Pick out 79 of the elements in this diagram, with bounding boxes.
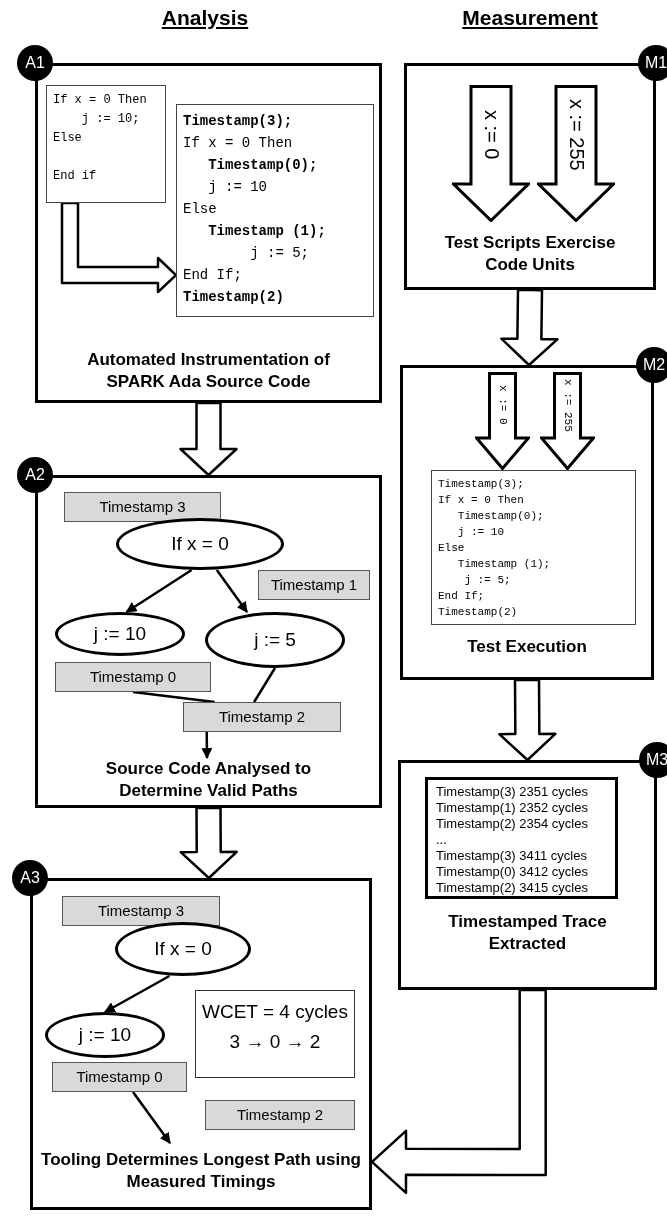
code-line: j := 5; [464,573,511,588]
down-arrow-shape: x := 0 [475,372,530,470]
timestamp-box: Timestamp 0 [52,1062,187,1092]
code-line: Timestamp(0); [208,156,318,175]
block-arrow [179,401,238,477]
down-arrow-shape: x := 255 [540,372,595,470]
connector-line [253,667,277,703]
timestamp-box: Timestamp 3 [62,896,220,926]
trace-line: Timestamp(2) 3415 cycles [436,880,588,896]
panel-caption: Test Scripts Exercise Code Units [443,232,617,276]
panel-caption: Test Execution [466,636,588,658]
block-arrow [498,678,557,762]
code-line: j := 10; [81,111,140,128]
code-line: Timestamp(3); [438,477,524,492]
code-line: If x = 0 Then [183,134,293,153]
code-line: j := 10 [457,525,504,540]
block-arrow [500,288,559,367]
code-line: Else [53,130,82,147]
arrow [132,1091,171,1144]
block-arrow [60,201,178,294]
code-box [176,104,374,317]
trace-line: ... [436,832,447,848]
result-text: 3 → 0 → 2 [228,1030,322,1054]
result-text: WCET = 4 cycles [201,1000,349,1024]
code-line: Else [438,541,465,556]
code-line: Timestamp(2) [183,288,284,307]
timestamp-box: Timestamp 2 [183,702,341,732]
code-line: Timestamp(2) [438,605,518,620]
column-heading: Measurement [461,6,599,30]
code-line: j := 10 [208,178,267,197]
statement-ellipse: j := 10 [45,1012,165,1058]
step-badge: M2 [636,347,667,383]
code-box [46,85,166,203]
timestamp-box: Timestamp 0 [55,662,211,692]
panel-caption: Source Code Analysed to Determine Valid Paths [104,758,313,802]
trace-box [425,777,618,899]
step-badge: M3 [639,742,667,778]
panel-caption: Automated Instrumentation of SPARK Ada Source Code [86,349,331,393]
down-arrow-shape: x := 255 [537,85,615,222]
code-line: If x = 0 Then [438,493,524,508]
code-line: j := 5; [250,244,309,263]
step-badge: A3 [12,860,48,896]
step-badge: A1 [17,45,53,81]
timestamp-box: Timestamp 2 [205,1100,355,1130]
code-line: Timestamp(0); [457,509,544,524]
trace-line: Timestamp(1) 2352 cycles [436,800,588,816]
step-badge: M1 [638,45,667,81]
code-line: Timestamp (1); [208,222,326,241]
arrow [215,569,248,613]
arrow [125,568,193,614]
column-heading: Analysis [160,6,250,30]
step-badge: A2 [17,457,53,493]
timestamp-box: Timestamp 3 [64,492,221,522]
code-line: Timestamp (1); [457,557,551,572]
block-arrow [370,988,547,1195]
code-line: End if [53,168,97,185]
down-arrow-shape: x := 0 [452,85,530,222]
block-arrow [179,806,238,880]
statement-ellipse: If x = 0 [116,518,284,570]
statement-ellipse: j := 5 [205,612,345,668]
result-box [195,990,355,1078]
code-line: Timestamp(3); [183,112,293,131]
code-line: If x = 0 Then [53,92,147,109]
code-line: Else [183,200,217,219]
trace-line: Timestamp(3) 2351 cycles [436,784,588,800]
trace-line: Timestamp(0) 3412 cycles [436,864,588,880]
arrow [104,974,170,1014]
timestamp-box: Timestamp 1 [258,570,370,600]
connector-line [132,690,215,704]
trace-line: Timestamp(2) 2354 cycles [436,816,588,832]
arrow [201,732,213,760]
panel-caption: Timestamped Trace Extracted [447,911,608,955]
code-line: End If; [438,589,485,604]
panel-caption: Tooling Determines Longest Path using Measured Timings [41,1149,361,1193]
statement-ellipse: j := 10 [55,612,185,656]
statement-ellipse: If x = 0 [115,922,251,976]
code-line: End If; [183,266,242,285]
code-box [431,470,636,625]
trace-line: Timestamp(3) 3411 cycles [436,848,587,864]
